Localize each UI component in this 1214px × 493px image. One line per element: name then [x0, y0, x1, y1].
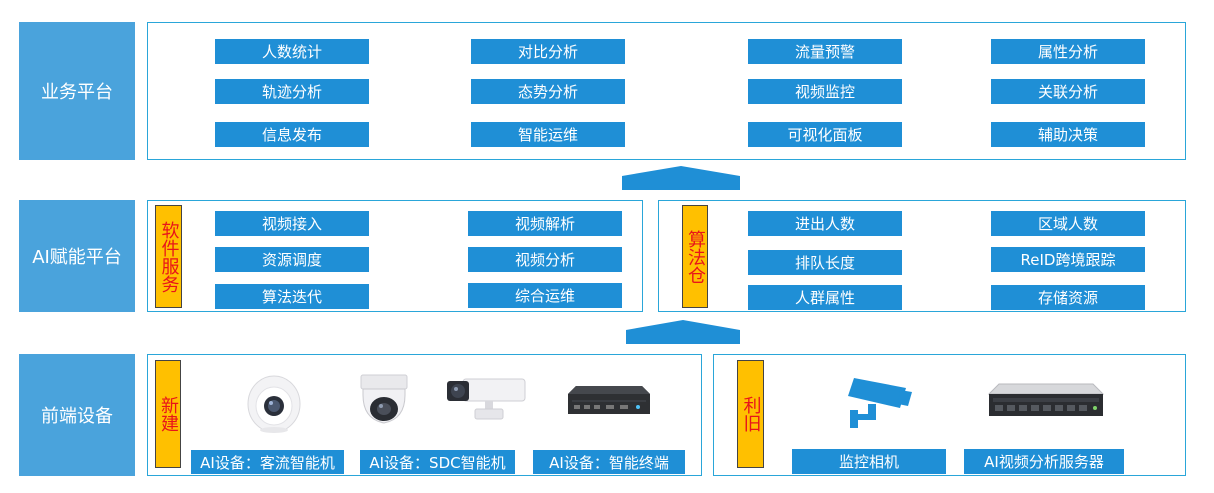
business-item: 流量预警 — [748, 39, 902, 64]
business-item: 对比分析 — [471, 39, 625, 64]
business-item: 信息发布 — [215, 122, 369, 147]
business-item: 可视化面板 — [748, 122, 902, 147]
software-service-item: 视频分析 — [468, 247, 622, 272]
edge-terminal-icon — [568, 386, 650, 414]
software-service-item: 资源调度 — [215, 247, 369, 272]
bullet-camera-icon — [447, 378, 526, 420]
row-label-frontend: 前端设备 — [19, 354, 135, 476]
surveillance-camera-icon — [848, 378, 912, 428]
business-item: 属性分析 — [991, 39, 1145, 64]
software-service-item: 视频解析 — [468, 211, 622, 236]
business-item: 辅助决策 — [991, 122, 1145, 147]
business-item: 关联分析 — [991, 79, 1145, 104]
software-service-item: 视频接入 — [215, 211, 369, 236]
algorithm-store-tag: 算法仓 — [682, 205, 708, 308]
row-label-business: 业务平台 — [19, 22, 135, 160]
device-label: AI设备：SDC智能机 — [360, 450, 515, 474]
dome-camera-icon — [247, 375, 301, 433]
algorithm-store-item: ReID跨境跟踪 — [991, 247, 1145, 272]
up-arrow-icon — [622, 166, 740, 190]
device-label: AI设备：客流智能机 — [191, 450, 344, 474]
row-label-ai: AI赋能平台 — [19, 200, 135, 312]
software-service-item: 算法迭代 — [215, 284, 369, 309]
algorithm-store-item: 排队长度 — [748, 250, 902, 275]
rack-server-icon — [987, 383, 1105, 416]
device-label: AI设备：智能终端 — [533, 450, 685, 474]
algorithm-store-item: 人群属性 — [748, 285, 902, 310]
business-item: 智能运维 — [471, 122, 625, 147]
up-arrow-icon — [626, 320, 740, 344]
device-label: AI视频分析服务器 — [964, 449, 1124, 474]
device-label: 监控相机 — [792, 449, 946, 474]
algorithm-store-item: 存储资源 — [991, 285, 1145, 310]
software-service-item: 综合运维 — [468, 283, 622, 308]
business-item: 人数统计 — [215, 39, 369, 64]
business-item: 视频监控 — [748, 79, 902, 104]
business-item: 态势分析 — [471, 79, 625, 104]
ptz-dome-camera-icon — [360, 374, 408, 424]
algorithm-store-item: 进出人数 — [748, 211, 902, 236]
new-build-tag: 新建 — [155, 360, 181, 468]
business-item: 轨迹分析 — [215, 79, 369, 104]
algorithm-store-item: 区域人数 — [991, 211, 1145, 236]
reuse-tag: 利旧 — [737, 360, 764, 468]
software-service-tag: 软件服务 — [155, 205, 182, 308]
